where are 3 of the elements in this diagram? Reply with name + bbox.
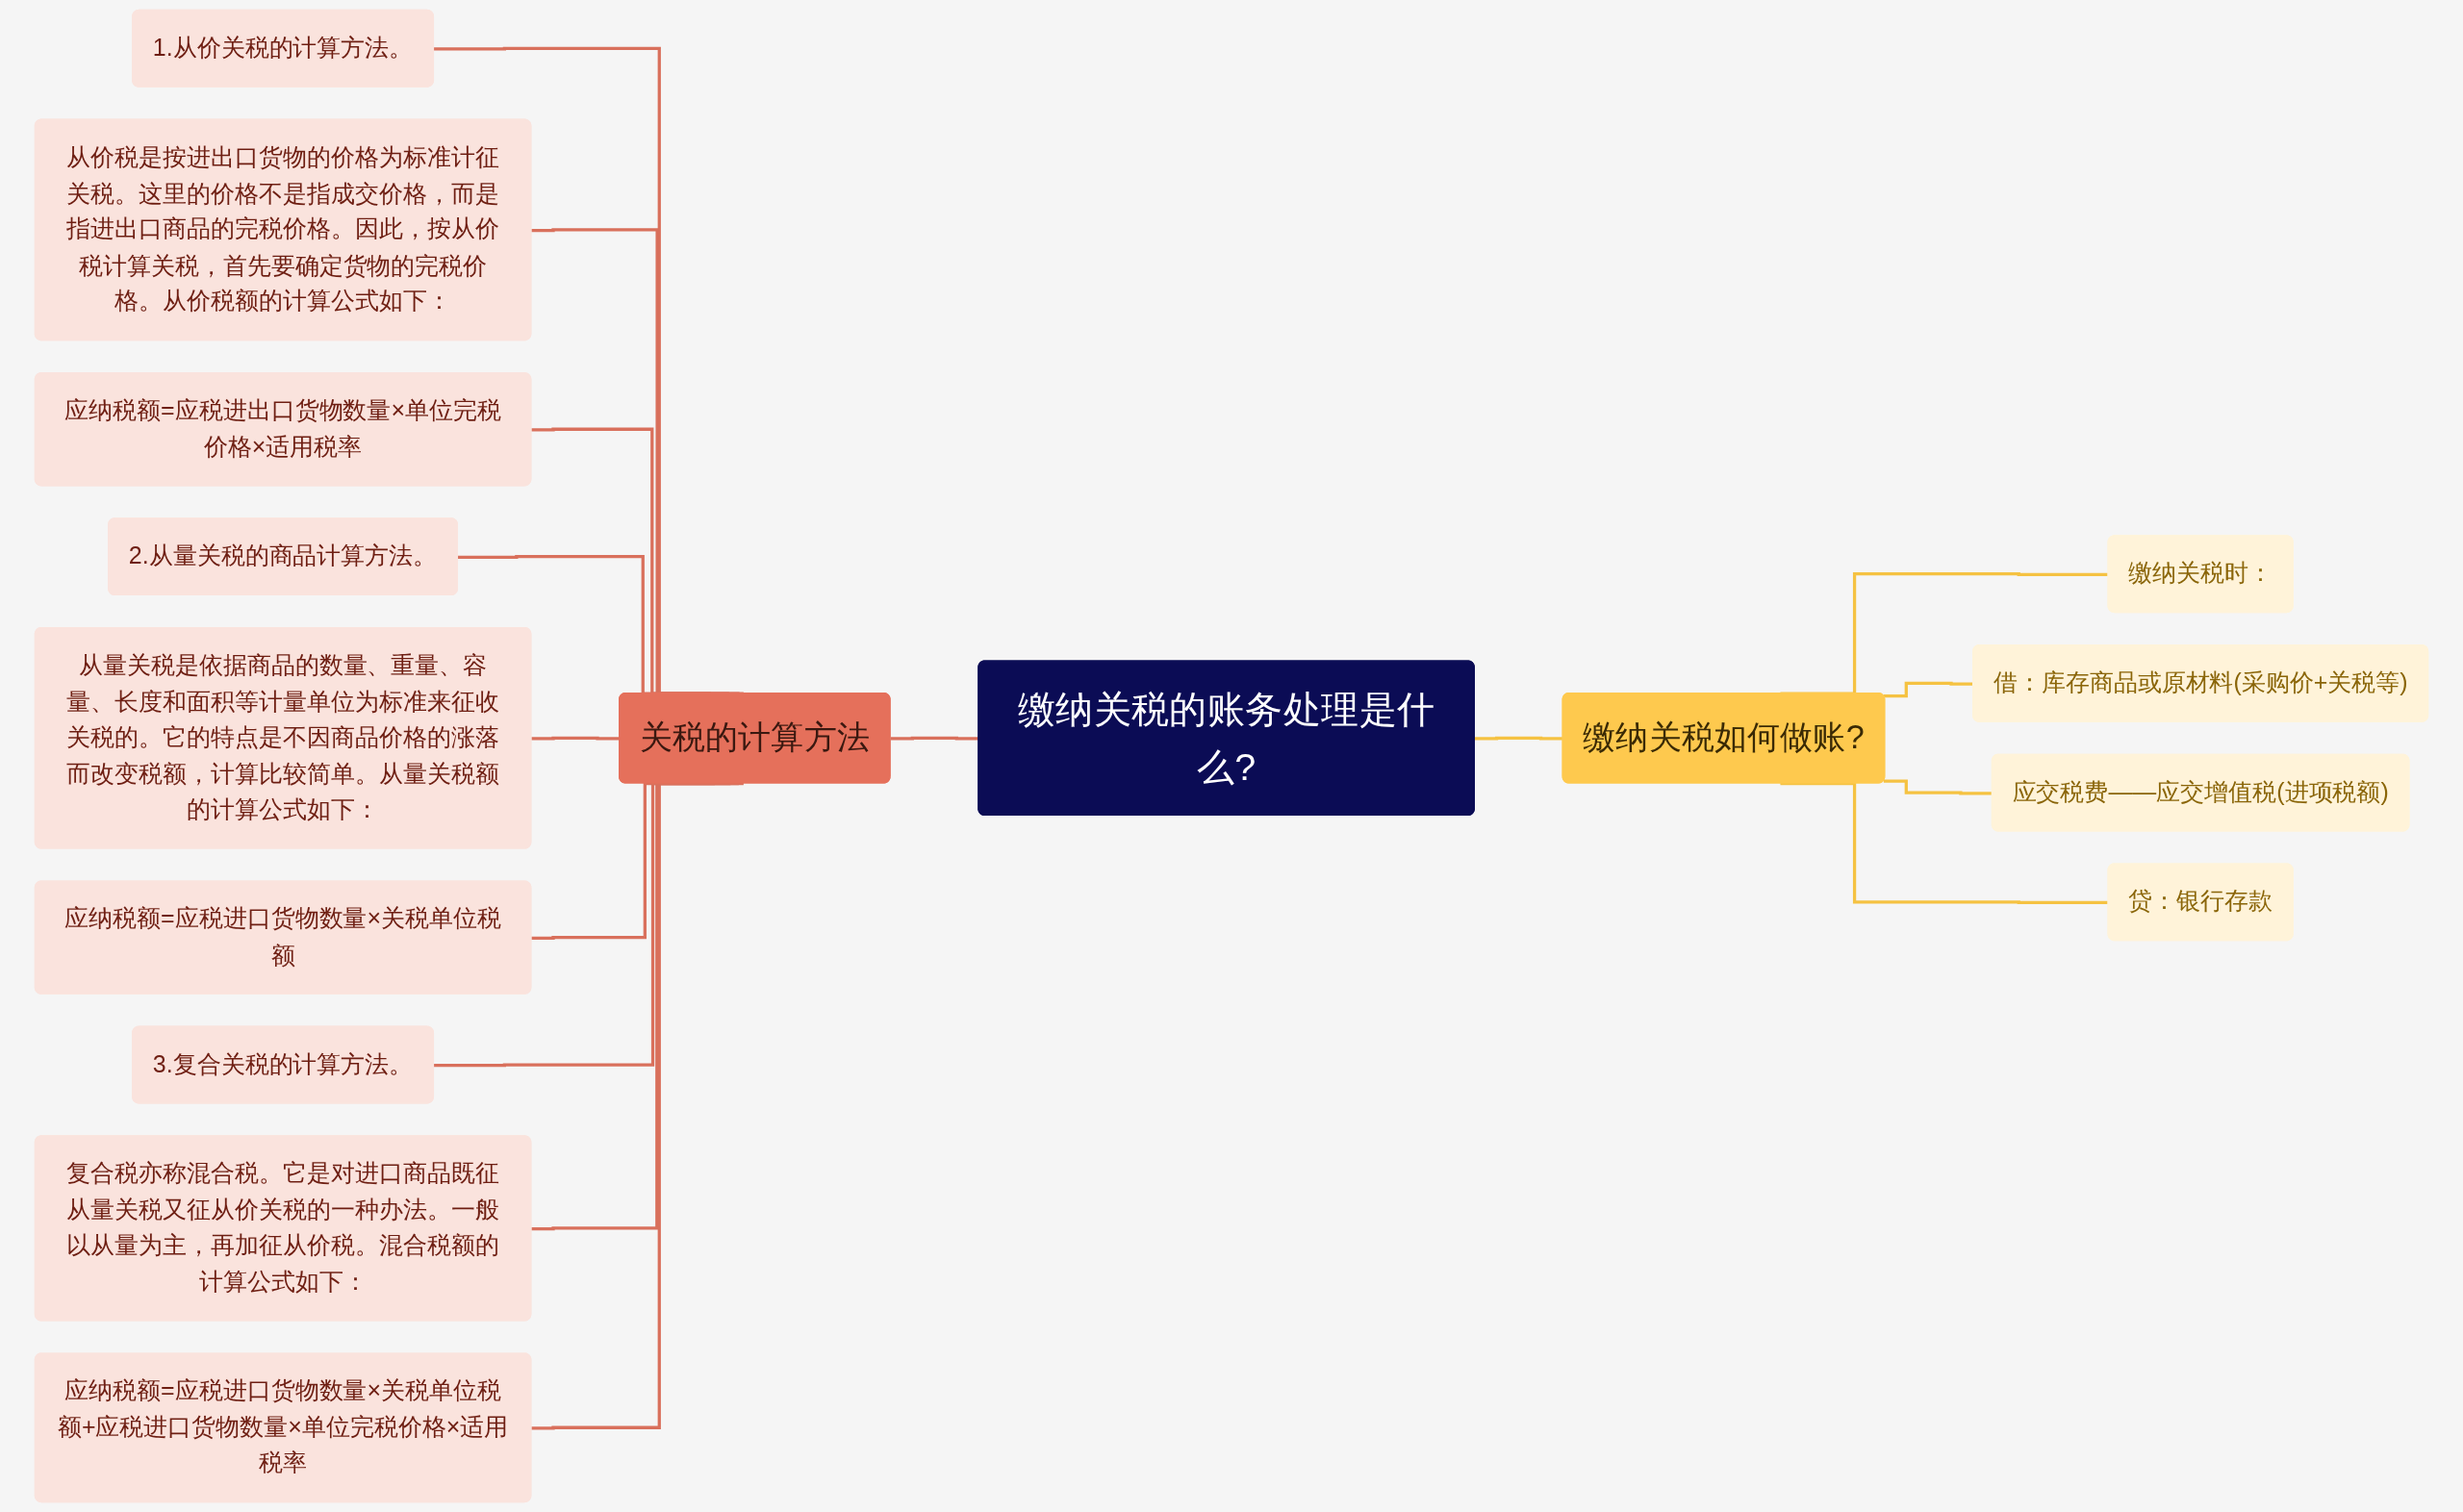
connector [1780, 781, 2109, 905]
connector [531, 781, 744, 1430]
connector [1474, 736, 1563, 741]
